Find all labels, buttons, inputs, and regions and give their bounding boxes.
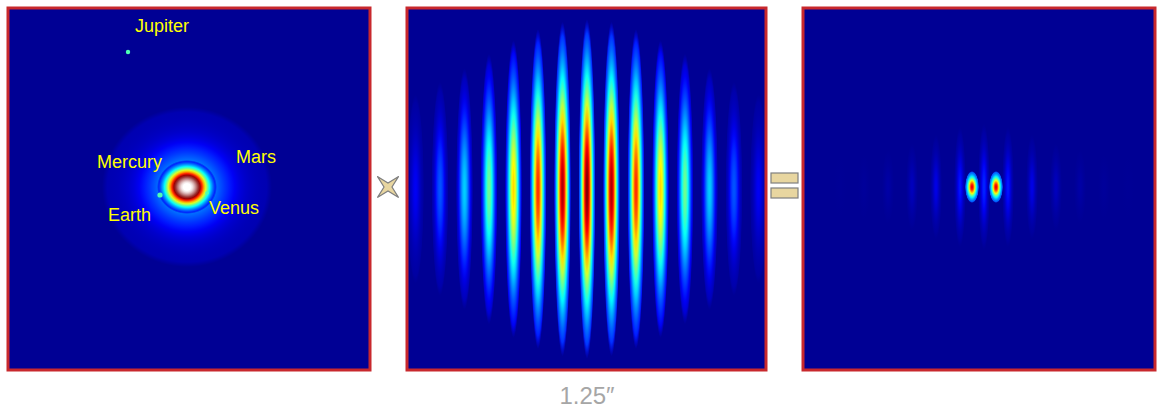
fringe	[456, 68, 473, 310]
fringe	[432, 82, 449, 296]
faint-fringe	[930, 134, 942, 239]
planet-dot	[157, 192, 162, 197]
panel-border	[803, 8, 1155, 370]
fringe	[628, 29, 645, 349]
fringe	[677, 54, 694, 325]
image-peak	[965, 171, 979, 203]
image-panel	[8, 8, 370, 370]
planet-label: Jupiter	[135, 17, 189, 35]
panel-border	[407, 8, 766, 370]
convolution-symbol	[377, 176, 398, 197]
fringe	[505, 40, 522, 338]
faint-fringe	[1050, 143, 1062, 231]
faint-fringe	[1098, 154, 1110, 220]
fringe	[481, 54, 498, 325]
fringe-pattern	[407, 19, 766, 359]
faint-fringe	[882, 150, 894, 224]
planet-dot	[126, 50, 130, 54]
fringe	[407, 94, 424, 283]
image-peak	[989, 171, 1003, 203]
fringe	[726, 82, 743, 296]
faint-fringe	[954, 127, 966, 248]
equals-symbol	[771, 173, 798, 183]
fringe	[530, 29, 547, 349]
image-panel	[407, 8, 766, 370]
faint-fringe	[1074, 150, 1086, 224]
planet-label: Venus	[209, 199, 259, 217]
fringe	[554, 22, 571, 357]
equals-symbol	[771, 188, 798, 198]
planet-label: Mercury	[97, 153, 162, 171]
angular-scale: 1.25″	[559, 384, 614, 408]
faint-fringe	[1002, 127, 1014, 248]
sun-core	[157, 160, 217, 214]
faint-fringe	[1122, 156, 1134, 218]
product-image	[834, 123, 1134, 250]
sun-halo	[102, 107, 272, 267]
fringe	[579, 19, 596, 359]
fringe	[652, 40, 669, 338]
fringe	[603, 22, 620, 357]
faint-fringe	[858, 154, 870, 220]
faint-fringe	[906, 143, 918, 231]
planet-label: Earth	[108, 206, 151, 224]
planet-label: Mars	[236, 148, 276, 166]
faint-fringe	[1026, 134, 1038, 239]
fringe	[750, 94, 766, 283]
panel-border	[8, 8, 370, 370]
planet-dot	[205, 191, 209, 195]
image-panel	[803, 8, 1155, 370]
faint-fringe	[978, 123, 990, 250]
fringe	[701, 68, 718, 310]
faint-fringe	[834, 156, 846, 218]
